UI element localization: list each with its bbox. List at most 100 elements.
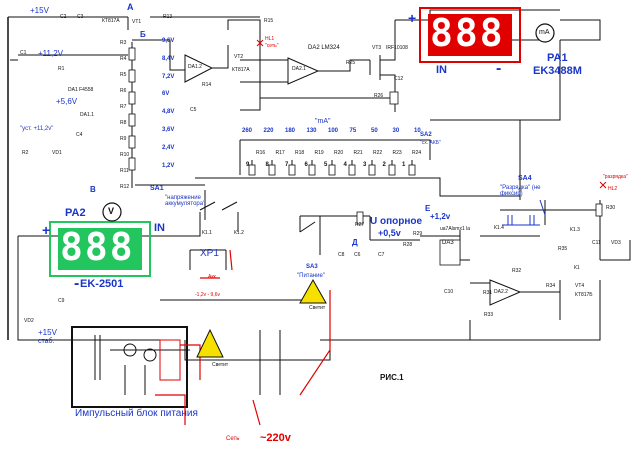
sa2-position-label: 8 [265,162,269,168]
r35-label: R35 [558,246,568,252]
pa1-model: EK3488M [533,65,582,77]
node-e-label: E [425,204,431,213]
sa2-label: SA2 [420,132,432,138]
pa1-digits: 888 [430,11,505,55]
sa2-resistor-label: R17 [275,150,285,156]
sa1-voltage-label: 2,4V [162,144,175,151]
stab-label: стаб. [38,338,55,345]
sa2-current-label: 130 [306,128,317,134]
k1-4-label: К1.4 [494,225,504,231]
pa2-label: PA2 [65,207,86,219]
sa2-resistor-label: R22 [373,150,383,156]
sa1-resistor-label: R8 [120,120,127,126]
bat-label: -1,2v - 9,6v [195,292,221,298]
sa1-voltage-label: 4,8V [162,109,175,116]
ma4-label: "mA" [315,118,331,125]
sa2-resistor-label: R19 [314,150,324,156]
v220-label: ~220v [260,432,291,444]
sa2-current-label: 260 [242,128,253,134]
sa2-resistor-label: R18 [295,150,305,156]
k1-label: К1 [574,265,580,271]
r14-label: R14 [202,82,212,88]
sa2-current-label: 75 [349,128,357,134]
title-label: РИС.1 [380,373,404,382]
xp1-label: XP1 [200,248,219,259]
r15-label: R15 [264,18,274,24]
r25-label: R25 [346,60,356,66]
sa2-resistor-label: R23 [392,150,402,156]
r13-label: R13 [163,14,173,20]
node-a-label: A [127,2,134,12]
ipb-label: Импульсный блок питания [75,408,198,419]
c7-label: C7 [378,252,385,258]
sa2-position-label: 2 [382,162,386,168]
r30-label: R30 [606,205,616,211]
vt2-label: VT2 [234,54,244,60]
vt3-label: VT3 [372,45,382,51]
ma-meter: mA [539,29,550,36]
da2-label: DA2 LM324 [308,45,340,51]
k1-1-label: К1.1 [202,230,212,236]
hl1-desc: "сеть" [265,43,279,49]
da2-1-label: DA2.1 [292,66,306,72]
da3-label: DA3 [442,240,454,246]
v15-top-label: +15V [30,6,49,15]
pa2-minus: - [74,275,80,292]
c8-label: C8 [338,252,345,258]
vt3-type: IRF10108 [386,45,408,51]
vt1-label: VT1 [132,19,142,25]
c12-label: C12 [394,76,404,82]
sa1-label: SA1 [150,185,164,192]
razryadka-label: "разрядка" [603,174,628,180]
v-meter: V [108,206,115,216]
r27-label: R27 [355,222,365,228]
node-v-label: В [90,185,96,194]
v15-stab-label: +15V [38,328,57,337]
sa2-desc: "сх. АКБ" [420,140,441,146]
node-d-label: Д [352,238,358,247]
v0-5-label: +0,5v [378,228,401,238]
sa2-position-label: 7 [285,162,289,168]
r2-label: R2 [22,150,29,156]
vt2-type: КТ817А [232,67,250,73]
sa2-resistor-label: R21 [353,150,363,156]
sa2-position-label: 6 [304,162,308,168]
sa1-voltage-label: 6V [162,91,170,98]
vt1-type: КТ817А [102,18,120,24]
set-label: Сеть [226,436,240,442]
sa2-current-label: 180 [285,128,296,134]
hl2-label: HL2 [608,186,618,192]
da1-1-label: DA1.1 [80,112,94,118]
sa1-resistor-label: R5 [120,72,127,78]
node-b-label: Б [140,30,146,39]
c6-label: C6 [354,252,361,258]
c10-label: C10 [444,289,454,295]
k1-2-label: К1.2 [234,230,244,236]
sa1-resistor-label: R11 [120,168,129,174]
sa2-position-label: 9 [246,162,250,168]
sa2-current-label: 10 [414,128,421,134]
vt4-label: VT4 [575,283,585,289]
pa1-label: PA1 [547,52,568,64]
sa1-resistor-label: R9 [120,136,127,142]
vt4-type: КТ817Б [575,292,593,298]
pa1-in: IN [436,64,447,76]
sa3-desc: "Питание" [297,273,325,279]
c4-label: C4 [76,132,83,138]
sa1-voltage-label: 1,2V [162,162,175,169]
sa1-resistor-label: R7 [120,104,127,110]
sa2-current-label: 100 [328,128,339,134]
c5-label: C5 [190,107,197,113]
c1-label: C1 [20,50,27,56]
pa1-plus: + [408,10,417,26]
r31-label: R31 [483,290,493,296]
pa2-in: IN [154,222,165,234]
sa2-current-label: 30 [392,128,400,134]
vd1-label: VD1 [52,150,62,156]
r26-label: R26 [374,93,384,99]
sa4-desc: "Разрядка" (не фиксир) [500,185,541,197]
c3-label: C3 [77,14,84,20]
pa1-minus: - [496,60,502,77]
sa1-resistor-label: R3 [120,40,127,46]
